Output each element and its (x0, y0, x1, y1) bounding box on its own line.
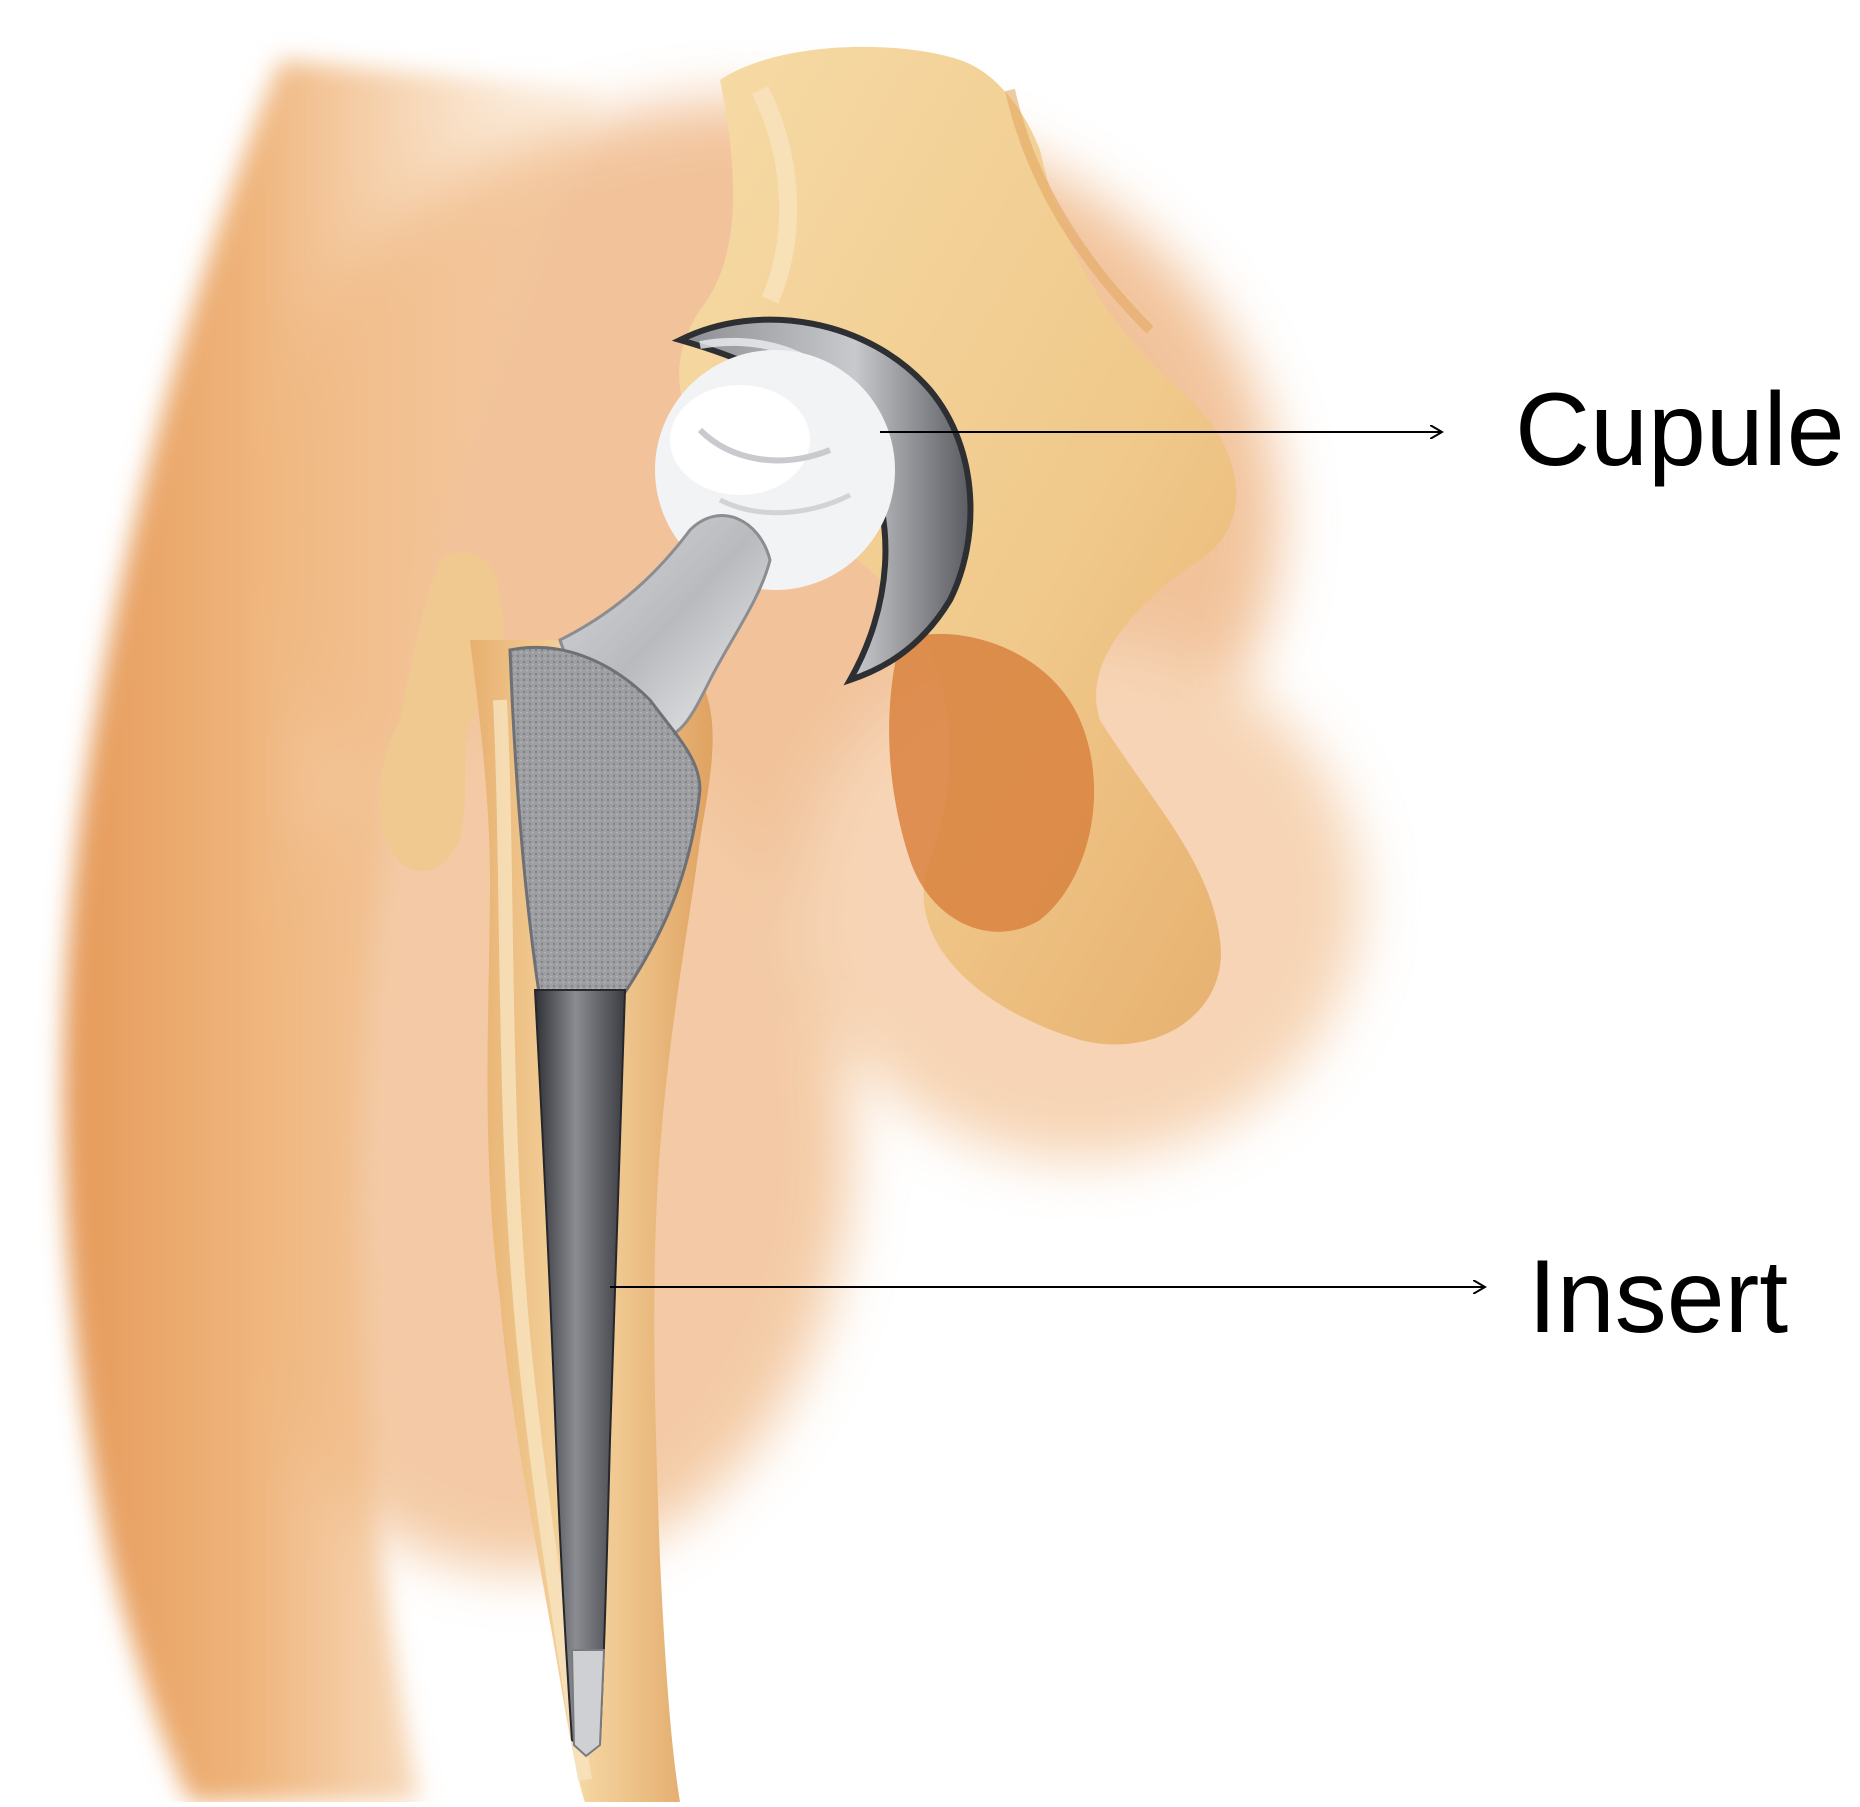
insert-label: Insert (1528, 1245, 1788, 1349)
cupule-label: Cupule (1515, 378, 1845, 482)
prosthesis-stem-tip (572, 1650, 604, 1756)
